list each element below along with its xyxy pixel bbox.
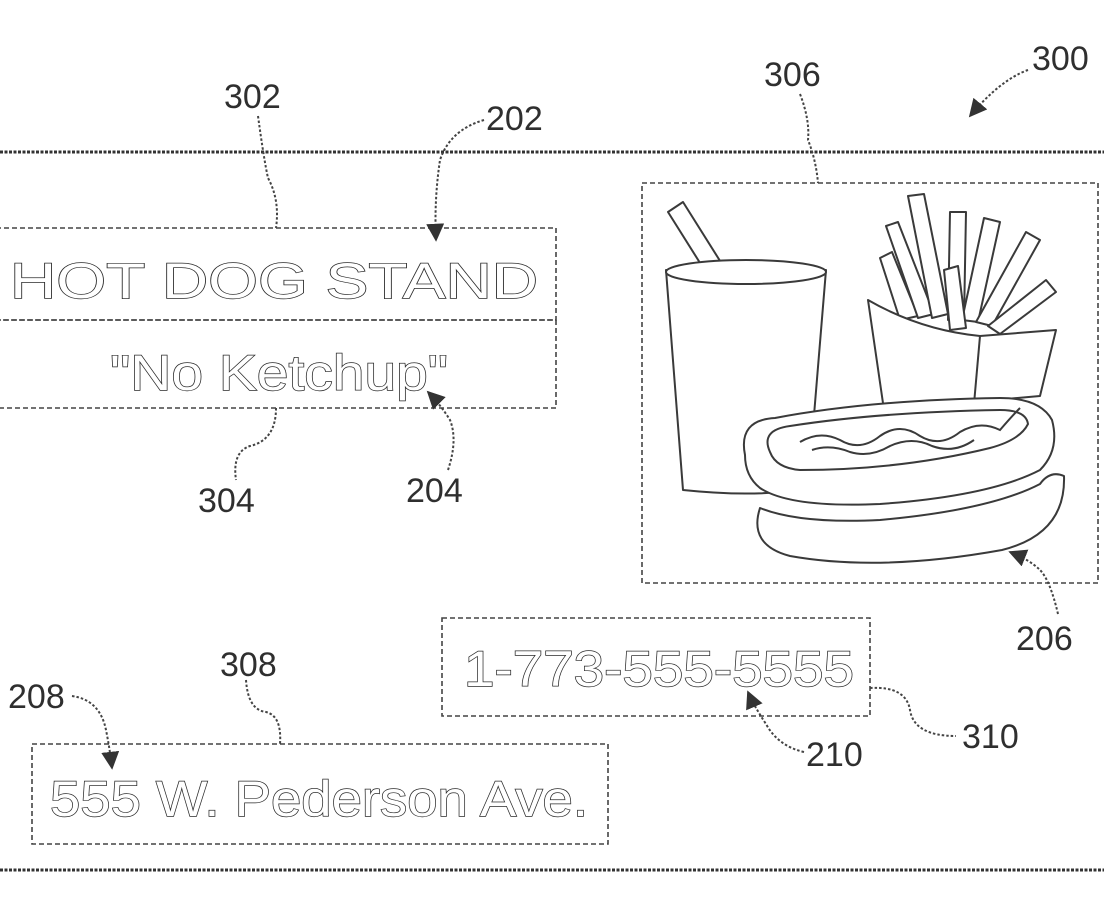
fry-container xyxy=(867,299,1057,411)
french-fries xyxy=(879,193,1057,335)
ref-206: 206 xyxy=(1016,620,1073,658)
leader-210 xyxy=(746,690,805,753)
leader-204 xyxy=(426,390,455,471)
ref-302: 302 xyxy=(224,78,281,116)
leader-308 xyxy=(245,679,282,745)
ref-208: 208 xyxy=(8,678,65,716)
phone-text: 1-773-555-5555 xyxy=(464,641,854,697)
title-text: HOT DOG STAND xyxy=(10,253,538,309)
ref-202: 202 xyxy=(486,100,543,138)
slogan-text: "No Ketchup" xyxy=(110,345,448,401)
leader-208 xyxy=(71,695,120,770)
ref-300: 300 xyxy=(1032,40,1089,78)
address-box xyxy=(31,743,609,845)
leader-300 xyxy=(968,69,1029,118)
food-illustration xyxy=(665,193,1066,564)
hot-dog xyxy=(742,397,1066,564)
leader-202 xyxy=(426,119,485,242)
ref-308: 308 xyxy=(220,646,277,684)
leader-306 xyxy=(799,93,819,184)
ref-304: 304 xyxy=(198,482,255,520)
leader-304 xyxy=(234,407,277,481)
food-image-box xyxy=(641,182,1099,584)
ref-310: 310 xyxy=(962,718,1019,756)
ref-210: 210 xyxy=(806,736,863,774)
leader-206 xyxy=(1008,549,1059,615)
leader-310 xyxy=(869,686,957,737)
phone-box xyxy=(441,617,871,717)
ref-306: 306 xyxy=(764,56,821,94)
leader-302 xyxy=(257,115,278,229)
address-text: 555 W. Pederson Ave. xyxy=(50,771,588,827)
ref-204: 204 xyxy=(406,472,463,510)
